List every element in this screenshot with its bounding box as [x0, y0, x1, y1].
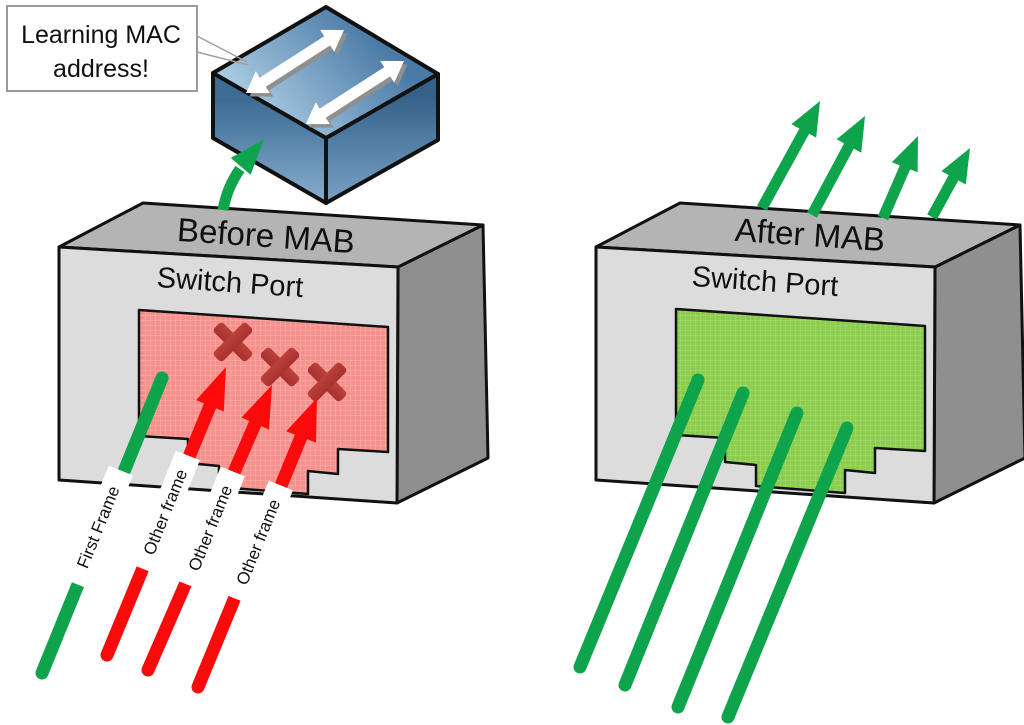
green-arrow-icon — [877, 136, 918, 221]
label-plate — [130, 450, 200, 574]
box-side-face — [395, 223, 490, 505]
network-switch-icon — [211, 5, 440, 205]
callout-text-line2: address! — [53, 55, 149, 83]
callout-leader-line — [196, 35, 248, 63]
label-plate — [175, 466, 245, 590]
callout-leader-line — [196, 51, 249, 66]
learning-callout: Learning MAC address! — [6, 5, 249, 92]
before-incoming-frames: First Frame Other frame Other frame Othe… — [35, 367, 317, 694]
green-arrow-icon — [757, 101, 820, 211]
box-side-face — [932, 223, 1024, 505]
switch-top-face — [211, 5, 440, 140]
allowed-frame-line — [618, 386, 750, 692]
green-arrow-icon — [807, 116, 865, 218]
label-plate — [223, 480, 293, 604]
callout-text-line1: Learning MAC — [21, 21, 181, 49]
green-arrow-icon — [927, 148, 970, 220]
after-incoming-frames — [573, 373, 854, 724]
allowed-frame-line — [721, 421, 854, 724]
callout-box — [6, 5, 198, 92]
label-plate — [63, 465, 133, 589]
allowed-frame-line — [573, 373, 705, 674]
after-outgoing-arrows — [757, 101, 970, 221]
allowed-frame-line — [671, 406, 804, 714]
learning-frame-arrow — [217, 139, 264, 212]
